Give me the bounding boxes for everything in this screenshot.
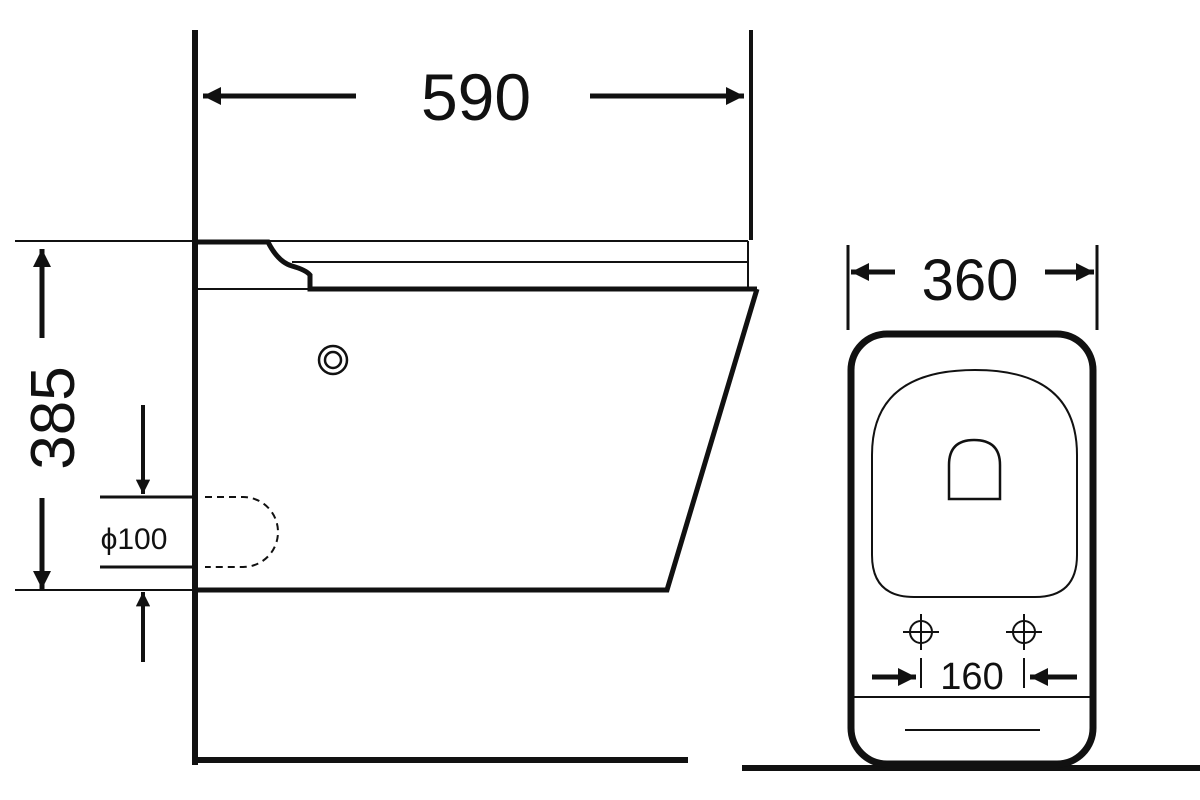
flush-button-icon bbox=[317, 344, 349, 376]
bolt-crosshair-icon bbox=[903, 614, 939, 650]
width-590-label: 590 bbox=[421, 60, 531, 134]
front-view bbox=[742, 245, 1200, 771]
flush-button-inner bbox=[323, 350, 343, 370]
seat-profile bbox=[197, 239, 757, 292]
height-385-label: 385 bbox=[19, 366, 88, 469]
bolt-spacing-160-label: 160 bbox=[940, 656, 1003, 698]
bolt-crosshair-icon bbox=[1006, 614, 1042, 650]
bowl-outline bbox=[197, 288, 760, 593]
outlet-dashed-pipe bbox=[205, 496, 279, 568]
width-360-label: 360 bbox=[922, 248, 1019, 313]
bowl-front-outline bbox=[847, 330, 1097, 768]
seat-lid-outline bbox=[871, 368, 1078, 598]
side-view bbox=[15, 30, 760, 765]
bowl-opening-outline bbox=[947, 438, 1002, 501]
outlet-diameter-label: ϕ100 bbox=[101, 523, 168, 556]
